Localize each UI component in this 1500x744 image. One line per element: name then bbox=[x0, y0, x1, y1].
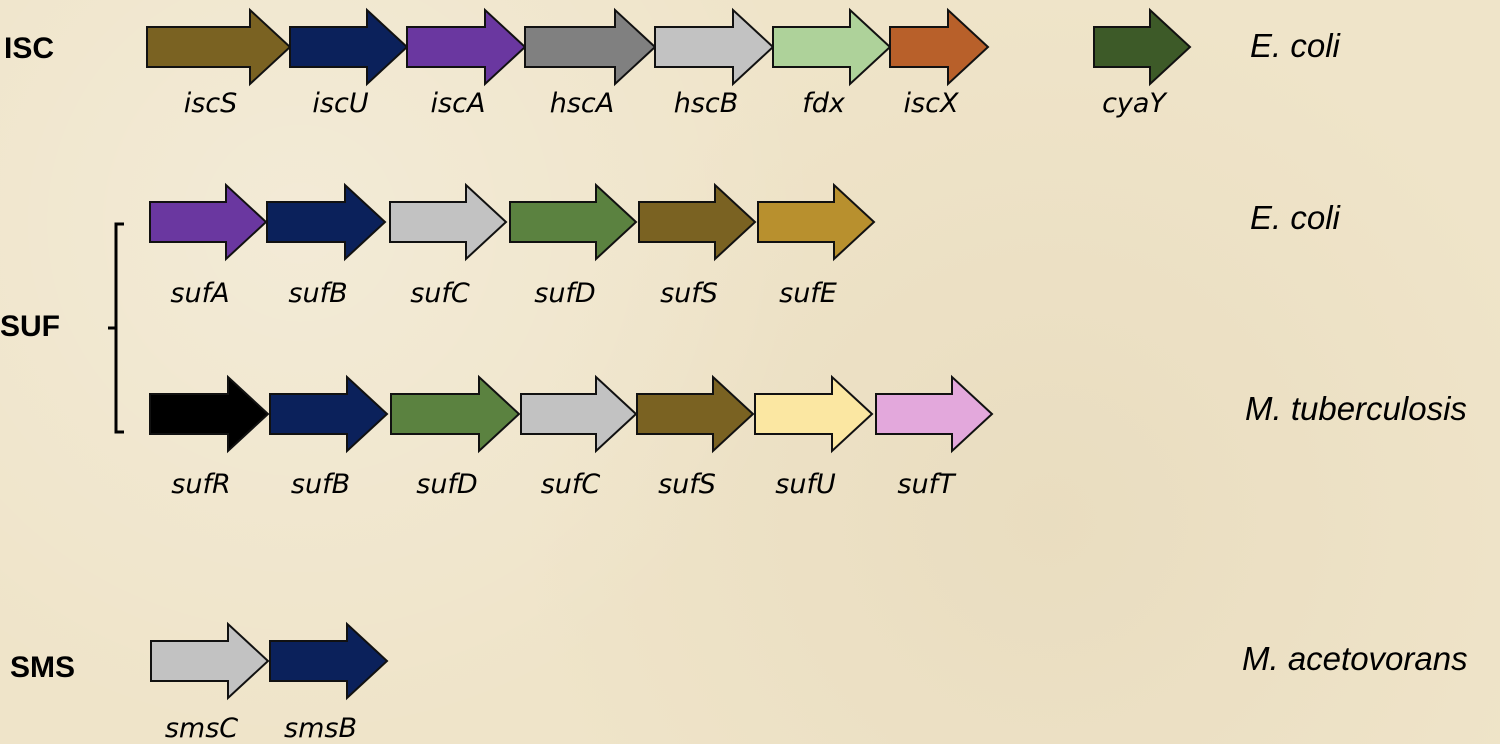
gene-label-sufR: sufR bbox=[171, 469, 230, 500]
gene-arrow-iscA bbox=[406, 7, 527, 87]
gene-arrow-sufB bbox=[269, 374, 389, 454]
gene-label-sufT: sufT bbox=[897, 469, 957, 500]
gene-label-sufA: sufA bbox=[170, 278, 229, 309]
gene-label-sufC: sufC bbox=[541, 469, 601, 500]
gene-arrow-sufC bbox=[389, 182, 508, 262]
system-label-isc: ISC bbox=[4, 32, 54, 65]
gene-arrow-sufD bbox=[390, 374, 521, 454]
gene-label-sufS: sufS bbox=[660, 278, 718, 309]
gene-arrow-iscU bbox=[289, 7, 409, 87]
organism-label-isc: E. coli bbox=[1250, 27, 1342, 64]
gene-arrow-smsC bbox=[150, 621, 270, 701]
system-label-sms: SMS bbox=[10, 651, 75, 684]
gene-label-sufE: sufE bbox=[779, 278, 837, 309]
gene-arrow-iscS bbox=[146, 7, 292, 87]
gene-arrow-cyaY bbox=[1093, 7, 1192, 87]
gene-label-smsB: smsB bbox=[284, 713, 357, 744]
gene-label-iscU: iscU bbox=[312, 88, 368, 119]
gene-label-iscX: iscX bbox=[904, 88, 959, 119]
gene-arrow-smsB bbox=[269, 621, 389, 701]
gene-label-cyaY: cyaY bbox=[1102, 88, 1168, 119]
gene-label-sufU: sufU bbox=[775, 469, 836, 500]
organism-label-suf-mtb: M. tuberculosis bbox=[1245, 390, 1467, 427]
gene-label-iscS: iscS bbox=[184, 88, 238, 119]
gene-arrow-sufU bbox=[754, 374, 874, 454]
gene-label-smsC: smsC bbox=[165, 713, 238, 744]
organism-label-sms: M. acetovorans bbox=[1242, 640, 1468, 677]
gene-arrow-sufT bbox=[875, 374, 994, 454]
gene-arrow-sufB bbox=[266, 182, 387, 262]
organism-label-suf-ecoli: E. coli bbox=[1250, 199, 1342, 236]
gene-arrow-sufA bbox=[149, 182, 268, 262]
gene-arrow-hscB bbox=[654, 7, 775, 87]
gene-arrow-sufE bbox=[757, 182, 876, 262]
gene-arrow-sufC bbox=[520, 374, 638, 454]
gene-label-sufD: sufD bbox=[416, 469, 477, 500]
gene-label-iscA: iscA bbox=[431, 88, 486, 119]
gene-label-sufS: sufS bbox=[658, 469, 716, 500]
gene-label-sufB: sufB bbox=[291, 469, 350, 500]
gene-arrow-sufS bbox=[638, 182, 757, 262]
gene-arrow-fdx bbox=[772, 7, 892, 87]
gene-arrow-sufR bbox=[149, 374, 270, 454]
gene-arrow-hscA bbox=[524, 7, 657, 87]
gene-label-hscB: hscB bbox=[674, 88, 739, 119]
gene-label-sufB: sufB bbox=[288, 278, 347, 309]
gene-label-hscA: hscA bbox=[550, 88, 615, 119]
suf-bracket bbox=[108, 222, 124, 434]
gene-label-sufC: sufC bbox=[410, 278, 470, 309]
gene-label-sufD: sufD bbox=[534, 278, 595, 309]
gene-label-fdx: fdx bbox=[802, 88, 846, 119]
gene-arrow-sufD bbox=[509, 182, 638, 262]
system-label-suf: SUF bbox=[0, 310, 60, 343]
gene-arrow-sufS bbox=[636, 374, 755, 454]
gene-arrow-iscX bbox=[889, 7, 990, 87]
